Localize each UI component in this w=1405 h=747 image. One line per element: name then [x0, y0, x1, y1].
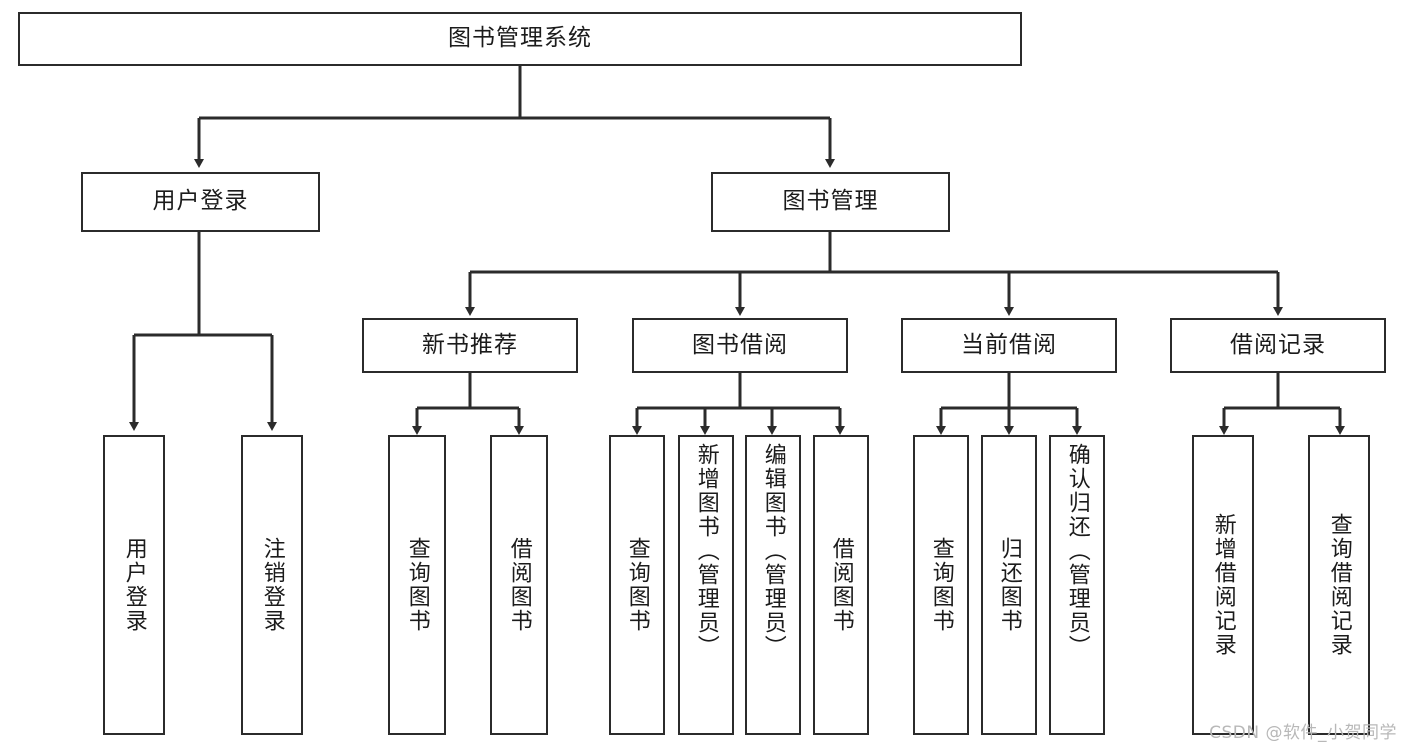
node-root-book-management-system[interactable]: 图书管理系统 — [18, 12, 1022, 66]
leaf-edit-book-admin[interactable]: 编辑图书（管理员） — [745, 435, 801, 735]
node-borrow-record[interactable]: 借阅记录 — [1170, 318, 1386, 373]
node-new-book-recommend[interactable]: 新书推荐 — [362, 318, 578, 373]
node-book-borrow[interactable]: 图书借阅 — [632, 318, 848, 373]
node-book-management[interactable]: 图书管理 — [711, 172, 950, 232]
csdn-watermark: CSDN @软件_小贺同学 — [1209, 723, 1397, 743]
leaf-borrow-book[interactable]: 借阅图书 — [813, 435, 869, 735]
leaf-return-book[interactable]: 归还图书 — [981, 435, 1037, 735]
leaf-confirm-return-admin[interactable]: 确认归还（管理员） — [1049, 435, 1105, 735]
leaf-borrow-book-recommend[interactable]: 借阅图书 — [490, 435, 548, 735]
leaf-user-login[interactable]: 用户登录 — [103, 435, 165, 735]
leaf-query-borrow-record[interactable]: 查询借阅记录 — [1308, 435, 1370, 735]
node-user-login[interactable]: 用户登录 — [81, 172, 320, 232]
leaf-query-book-recommend[interactable]: 查询图书 — [388, 435, 446, 735]
leaf-query-book-borrow[interactable]: 查询图书 — [609, 435, 665, 735]
leaf-query-book-current[interactable]: 查询图书 — [913, 435, 969, 735]
leaf-logout-login[interactable]: 注销登录 — [241, 435, 303, 735]
leaf-add-borrow-record[interactable]: 新增借阅记录 — [1192, 435, 1254, 735]
node-current-borrow[interactable]: 当前借阅 — [901, 318, 1117, 373]
leaf-add-book-admin[interactable]: 新增图书（管理员） — [678, 435, 734, 735]
